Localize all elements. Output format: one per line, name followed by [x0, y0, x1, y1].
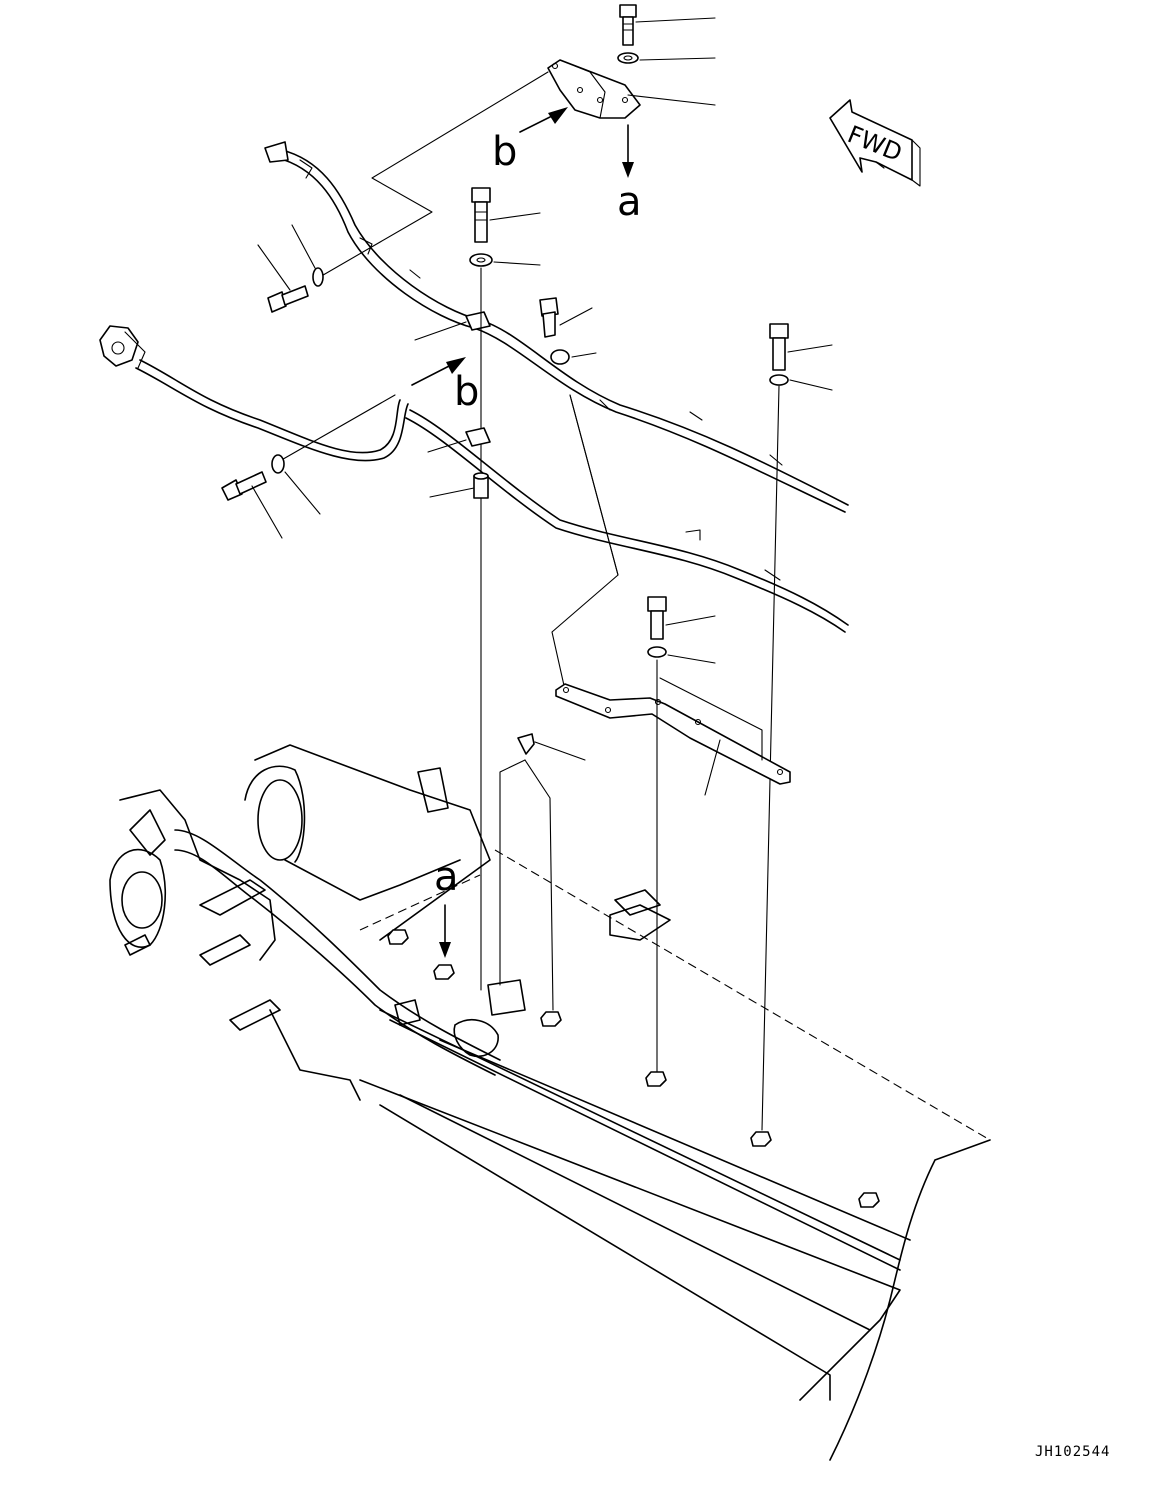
upper-hose: [264, 141, 849, 513]
top-bracket: [547, 59, 641, 119]
leader-line: [789, 379, 833, 391]
mid-washer: [550, 349, 570, 365]
view-b-label-middle: b: [454, 369, 479, 415]
view-a-label-top: a: [617, 179, 642, 225]
mid-bolt: [539, 297, 559, 338]
leader-line: [524, 759, 554, 1011]
leader-line: [277, 394, 396, 463]
leader-line: [414, 321, 467, 341]
left-bolt-lower: [221, 471, 267, 501]
center-bolt: [471, 187, 491, 243]
leader-line: [499, 759, 526, 986]
leader-line: [284, 471, 321, 515]
rubber-cap: [517, 733, 535, 755]
clamp-lower: [465, 427, 491, 447]
leader-line: [251, 485, 283, 539]
guide-line: [761, 385, 780, 1131]
view-b-label-top: b: [492, 129, 517, 175]
leader-line: [551, 394, 619, 691]
nut-icon: [858, 1192, 880, 1208]
left-bolt-upper: [267, 285, 309, 313]
leader-line: [639, 57, 716, 61]
lower-hose: [135, 359, 849, 633]
leader-line: [627, 94, 716, 106]
nut-icon: [387, 929, 409, 945]
leader-line: [635, 17, 716, 23]
leader-line: [571, 352, 597, 358]
top-washer: [617, 52, 639, 64]
leader-line: [493, 261, 541, 266]
fwd-arrow-icon: [829, 99, 921, 187]
lower-bracket-plate: [555, 683, 791, 785]
nut-icon: [540, 1011, 562, 1027]
view-a-arrow-lower: [439, 904, 451, 958]
leader-line: [704, 739, 721, 796]
left-washer-lower: [271, 454, 285, 474]
leader-line: [257, 244, 291, 291]
sensor-cap: [99, 325, 146, 369]
leader-line: [787, 344, 833, 353]
leader-line: [317, 71, 549, 279]
leader-line: [559, 307, 593, 326]
leader-line: [429, 487, 475, 498]
right-washer: [769, 374, 789, 386]
top-bolt: [619, 4, 637, 46]
nut-icon: [433, 964, 455, 980]
leader-line: [665, 615, 716, 626]
left-washer-upper: [312, 267, 324, 287]
lower-washer: [647, 646, 667, 658]
leader-line: [291, 224, 316, 269]
view-b-arrow-middle: [411, 357, 466, 386]
leader-line: [427, 439, 467, 453]
right-bolt: [769, 323, 789, 371]
drawing-code: JH102544: [1035, 1444, 1110, 1460]
leader-line: [667, 654, 716, 664]
view-a-arrow-top: [622, 124, 634, 178]
nut-icon: [645, 1071, 667, 1087]
center-washer: [469, 253, 493, 267]
machine-frame: [109, 744, 991, 1461]
spacer-collar: [473, 472, 489, 499]
view-a-label-lower: a: [434, 854, 459, 900]
leader-line: [534, 741, 586, 761]
lower-bolt: [647, 596, 667, 640]
nut-icon: [750, 1131, 772, 1147]
clamp-upper: [465, 311, 491, 331]
leader-line: [489, 212, 541, 221]
leader-line: [659, 677, 763, 761]
view-b-arrow-top: [519, 107, 568, 133]
